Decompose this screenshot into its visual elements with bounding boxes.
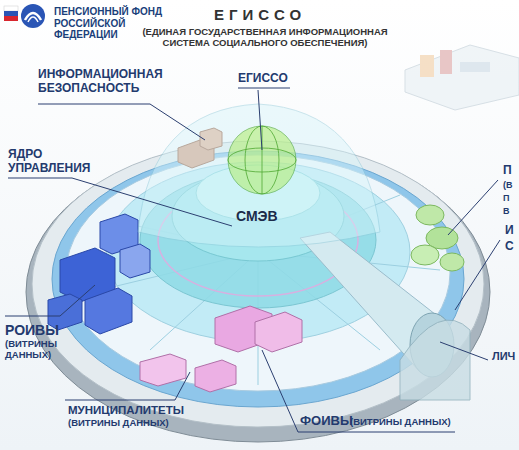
logo [4,4,45,28]
cut-label: П [503,164,512,178]
blue-blocks [48,214,150,334]
cut-label: И [505,224,514,238]
egisso-sphere [228,126,296,194]
callout-label: ЕГИССО [238,72,288,86]
cut-label: П [503,193,509,203]
cut-label: (В [503,180,513,190]
title: ЕГИССО [190,6,330,23]
cut-label: С [505,240,514,254]
callout-label: ФОИВЫ [300,414,353,429]
green-cylinders [411,205,464,271]
callout-label: ЯДРО УПРАВЛЕНИЯ [8,148,98,176]
leader-lines [5,88,500,432]
callout-label: РОИВЫ [5,322,59,338]
cut-label: В [503,206,510,216]
callout-note: (ВИТРИНЫ ДАННЫХ) [5,339,67,361]
pink-blocks [140,306,302,392]
cut-label: ЛИЧ [492,350,515,363]
subtitle: (ЕДИНАЯ ГОСУДАРСТВЕННАЯ ИНФОРМАЦИОННАЯ С… [130,27,400,49]
callout-note: (ВИТРИНЫ ДАННЫХ) [68,418,169,429]
callout-label: ИНФОРМАЦИОННАЯ БЕЗОПАСНОСТЬ [38,68,153,96]
callout-note: (ВИТРИНЫ ДАННЫХ) [350,417,451,428]
callout-label: МУНИЦИПАЛИТЕТЫ [68,404,184,417]
component-label: СМЭВ [236,208,278,224]
background-building [405,45,519,110]
